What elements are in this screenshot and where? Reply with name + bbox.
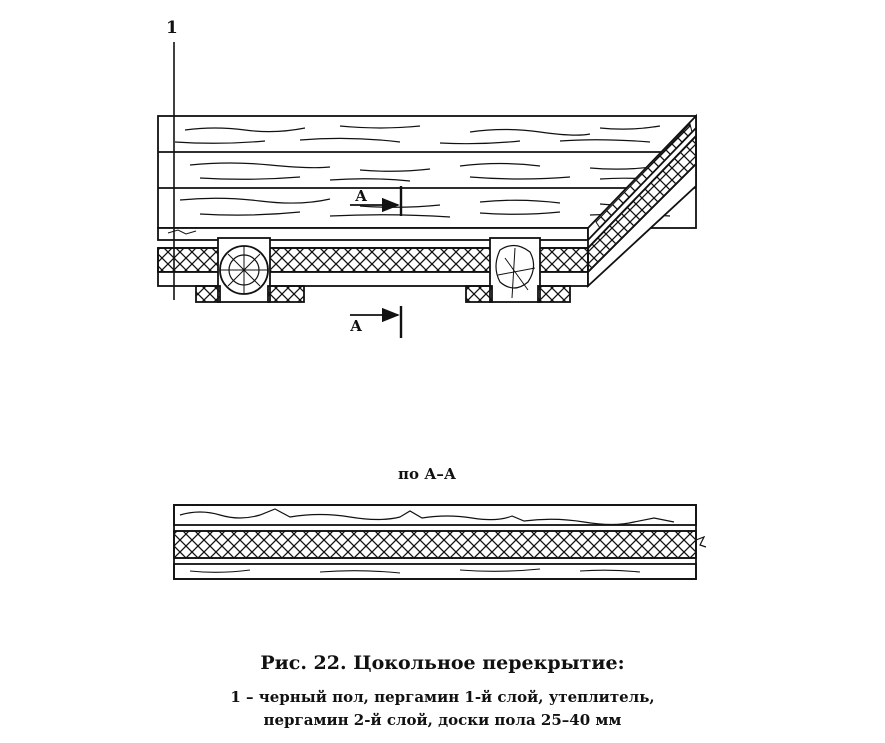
section-label-top: А (355, 187, 368, 205)
isometric-view (157, 42, 697, 338)
section-subfloor (173, 563, 697, 580)
section-view-title: по А–А (398, 465, 457, 483)
figure-caption-line-1: 1 – черный пол, пергамин 1-й слой, утепл… (230, 688, 655, 706)
joist-right (465, 237, 571, 303)
section-mark-bottom (350, 306, 403, 338)
section-insulation (173, 530, 697, 559)
section-label-bottom: А (350, 317, 363, 335)
floor-boards (157, 115, 697, 229)
figure-caption-line-2: пергамин 2-й слой, доски пола 25–40 мм (263, 711, 622, 729)
isometric-side (587, 113, 697, 289)
section-mark-top (350, 186, 403, 216)
joist-left (195, 237, 305, 303)
section-floor-board (173, 504, 697, 526)
section-view (173, 504, 707, 580)
callout-label-1: 1 (166, 18, 178, 38)
figure-caption-title: Рис. 22. Цокольное перекрытие: (260, 652, 625, 674)
